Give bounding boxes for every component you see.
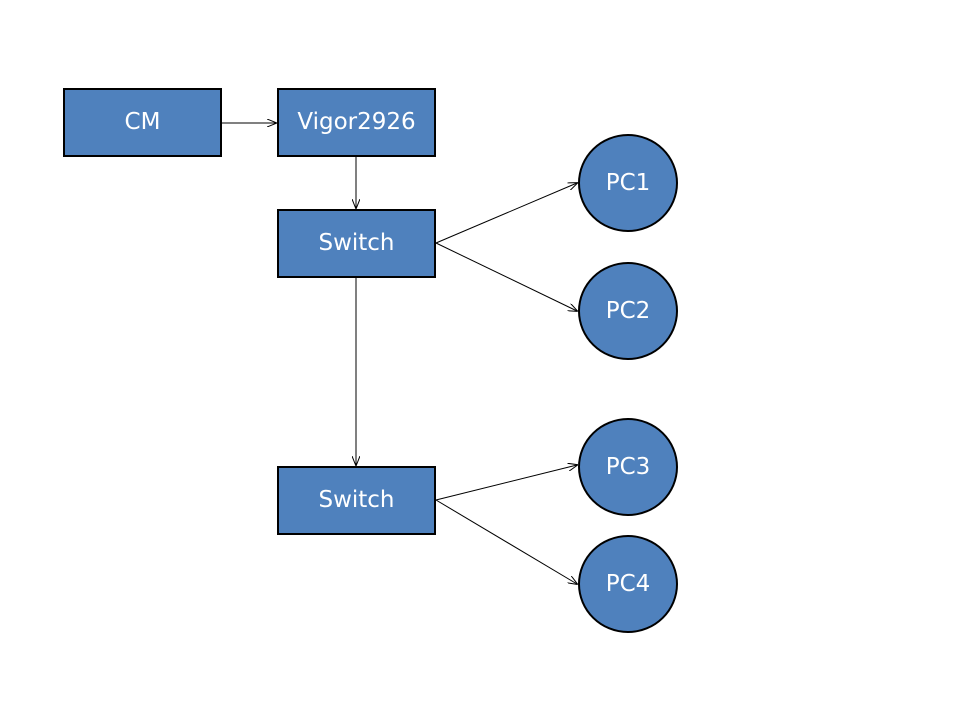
edge-switch-to-pc2	[435, 242, 577, 311]
pc3-label: PC3	[605, 453, 651, 480]
pc4-node: PC4	[578, 535, 678, 633]
switch-upper-label: Switch	[318, 230, 395, 256]
edge-switch2-to-pc4	[435, 499, 577, 584]
router-node: Vigor2926	[277, 88, 436, 157]
pc3-node: PC3	[578, 418, 678, 516]
pc1-label: PC1	[605, 169, 651, 196]
switch-node-lower: Switch	[277, 466, 436, 535]
switch-node-upper: Switch	[277, 209, 436, 278]
switch-lower-label: Switch	[318, 487, 395, 513]
pc2-node: PC2	[578, 262, 678, 360]
pc1-node: PC1	[578, 134, 678, 232]
edge-switch2-to-pc3	[435, 465, 577, 501]
cm-node: CM	[63, 88, 222, 157]
pc2-label: PC2	[605, 297, 651, 324]
pc4-label: PC4	[605, 570, 651, 597]
router-label: Vigor2926	[297, 109, 416, 135]
edge-switch-to-pc1	[435, 183, 577, 244]
cm-label: CM	[124, 109, 161, 135]
